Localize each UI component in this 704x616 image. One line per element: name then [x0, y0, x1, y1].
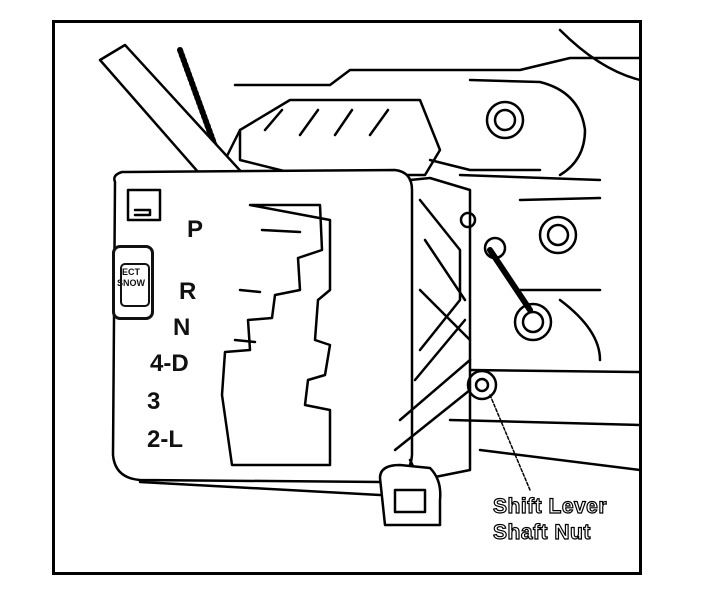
ect-snow-label: ECT SNOW	[113, 267, 149, 289]
shift-lever-shaft-nut	[466, 369, 498, 401]
gate-position-r: R	[179, 278, 197, 305]
bolt-upper	[485, 100, 525, 140]
bolt-lower	[513, 302, 553, 342]
callout-leader	[489, 394, 531, 491]
rod-joint	[483, 236, 507, 260]
bottom-mount	[378, 463, 442, 527]
ect-label-line2: SNOW	[117, 278, 145, 288]
connecting-rod	[487, 247, 533, 313]
gate-position-2l: 2-L	[147, 426, 183, 453]
body-top-edge	[233, 56, 642, 87]
gate-position-p: P	[187, 216, 204, 243]
bracket-upper	[468, 78, 587, 177]
gate-slot	[220, 203, 332, 467]
gate-position-3: 3	[147, 388, 161, 415]
callout-line1: Shift Lever	[492, 494, 608, 518]
ect-label-line1: ECT	[122, 267, 140, 277]
shift-lever-shaft-nut-callout: Shift Lever Shaft Nut	[492, 494, 608, 546]
ect-snow-button-face	[120, 263, 150, 307]
ect-snow-button	[112, 245, 154, 320]
callout-line2: Shaft Nut	[492, 520, 591, 544]
gate-position-4d: 4-D	[150, 350, 189, 377]
bolt-middle	[538, 215, 578, 255]
gate-position-n: N	[173, 314, 191, 341]
upper-cover	[238, 98, 442, 177]
